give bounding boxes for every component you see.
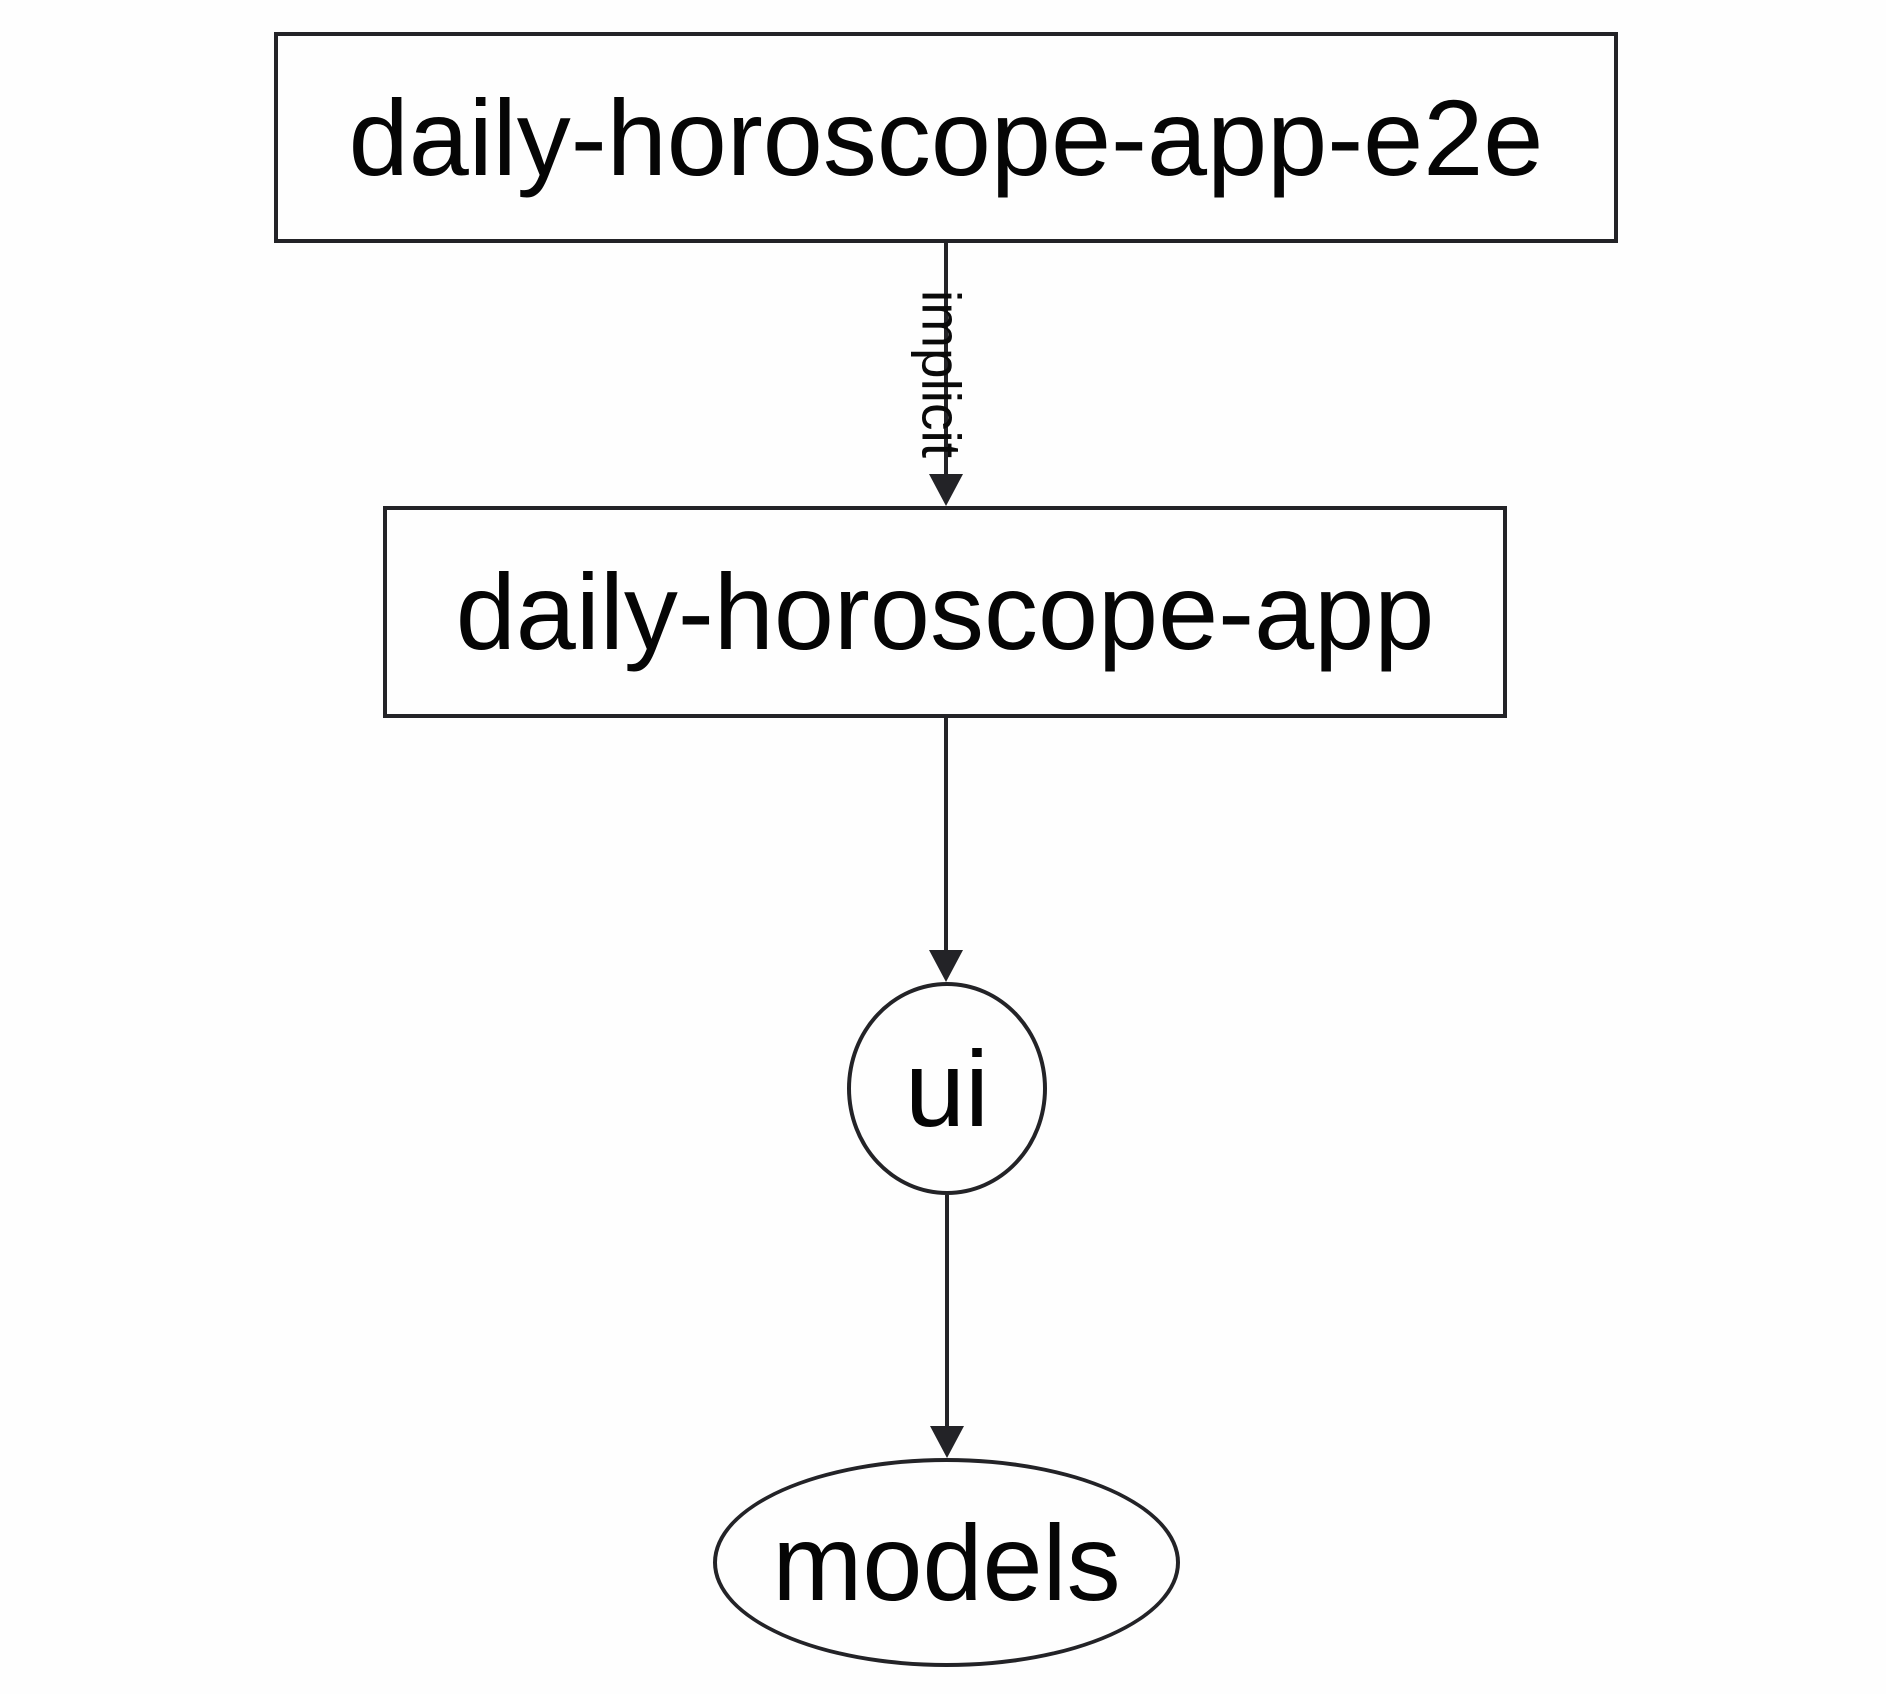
- node-label: daily-horoscope-app: [455, 551, 1435, 672]
- arrowhead-icon: [929, 950, 963, 982]
- node-label: models: [772, 1501, 1121, 1623]
- node-ui[interactable]: ui: [847, 982, 1047, 1195]
- node-label: ui: [904, 1027, 990, 1149]
- edge-e2e-to-app: [944, 243, 948, 476]
- node-models[interactable]: models: [713, 1458, 1180, 1667]
- node-label: daily-horoscope-app-e2e: [348, 76, 1544, 198]
- arrowhead-icon: [930, 1426, 964, 1458]
- arrowhead-icon: [929, 474, 963, 506]
- edge-app-to-ui: [944, 718, 948, 952]
- edge-label-implicit: implicit: [910, 289, 973, 459]
- node-daily-horoscope-app-e2e[interactable]: daily-horoscope-app-e2e: [274, 32, 1618, 243]
- edge-ui-to-models: [945, 1195, 949, 1428]
- node-daily-horoscope-app[interactable]: daily-horoscope-app: [383, 506, 1507, 718]
